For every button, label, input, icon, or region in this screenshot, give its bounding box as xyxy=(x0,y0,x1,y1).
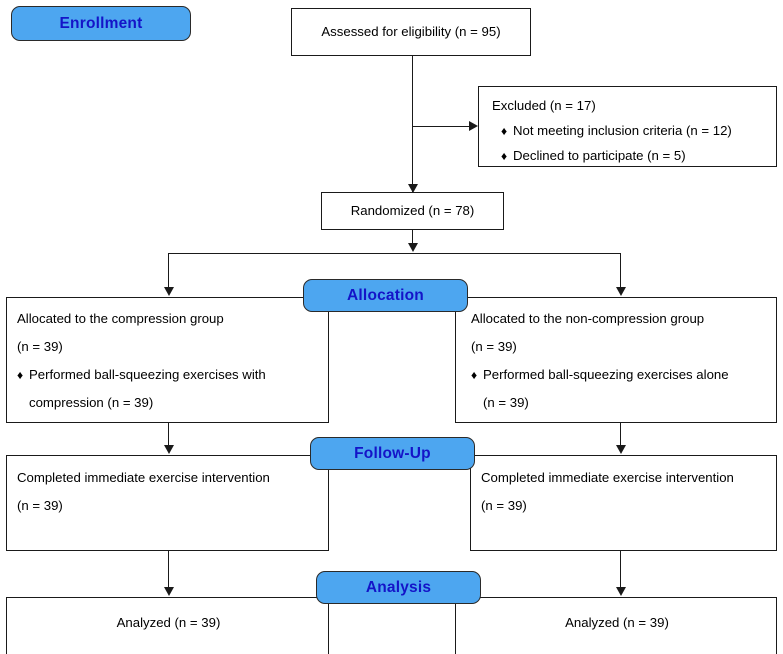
box-followup-right: Completed immediate exercise interventio… xyxy=(470,455,777,551)
arrow-to-followup-right xyxy=(616,445,626,454)
box-excluded: Excluded (n = 17) ♦ Not meeting inclusion… xyxy=(478,86,777,167)
arrow-to-analysis-right xyxy=(616,587,626,596)
banner-allocation-label: Allocation xyxy=(347,286,424,304)
banner-followup: Follow-Up xyxy=(310,437,475,470)
connector-split-right xyxy=(620,253,621,288)
connector-split-left xyxy=(168,253,169,288)
box-allocation-right: Allocated to the non-compression group (… xyxy=(455,297,777,423)
bullet-icon: ♦ xyxy=(501,124,508,138)
alloc-left-line-4: compression (n = 39) xyxy=(29,395,154,410)
excluded-line-1: Excluded (n = 17) xyxy=(492,98,596,113)
bullet-icon: ♦ xyxy=(17,368,24,382)
alloc-left-line-2: (n = 39) xyxy=(17,339,63,354)
alloc-right-line-1: Allocated to the non-compression group xyxy=(471,311,705,326)
alloc-left-line-3: ♦ Performed ball-squeezing exercises with xyxy=(17,368,266,381)
banner-enrollment: Enrollment xyxy=(11,6,191,41)
connector-allocation-split xyxy=(168,253,621,254)
connector-follow-right-to-analysis xyxy=(620,551,621,588)
excluded-line-2-text: Not meeting inclusion criteria (n = 12) xyxy=(513,123,732,138)
randomized-line-1: Randomized (n = 78) xyxy=(350,203,475,219)
box-followup-left: Completed immediate exercise interventio… xyxy=(6,455,329,551)
banner-analysis-label: Analysis xyxy=(365,578,432,596)
bullet-icon: ♦ xyxy=(501,149,508,163)
connector-assessed-to-excluded xyxy=(412,126,469,127)
box-analysis-right: Analyzed (n = 39) xyxy=(455,597,777,654)
banner-allocation: Allocation xyxy=(303,279,468,312)
excluded-line-3-text: Declined to participate (n = 5) xyxy=(513,148,686,163)
connector-alloc-left-to-follow xyxy=(168,423,169,446)
arrow-to-followup-left xyxy=(164,445,174,454)
banner-followup-label: Follow-Up xyxy=(354,444,431,462)
bullet-icon: ♦ xyxy=(471,368,478,382)
connector-follow-left-to-analysis xyxy=(168,551,169,588)
alloc-left-line-1: Allocated to the compression group xyxy=(17,311,224,326)
alloc-right-line-3: ♦ Performed ball-squeezing exercises alon… xyxy=(471,368,729,381)
banner-analysis: Analysis xyxy=(316,571,481,604)
follow-right-line-1: Completed immediate exercise interventio… xyxy=(481,470,734,485)
analysis-left-line-1: Analyzed (n = 39) xyxy=(116,615,221,630)
arrow-to-randomized xyxy=(408,184,418,193)
box-allocation-left: Allocated to the compression group (n = … xyxy=(6,297,329,423)
follow-left-line-1: Completed immediate exercise interventio… xyxy=(17,470,270,485)
connector-alloc-right-to-follow xyxy=(620,423,621,446)
box-assessed-for-eligibility: Assessed for eligibility (n = 95) xyxy=(291,8,531,56)
connector-assessed-to-randomized xyxy=(412,56,413,193)
analysis-right-line-1: Analyzed (n = 39) xyxy=(565,615,669,630)
follow-left-line-2: (n = 39) xyxy=(17,498,63,513)
arrow-to-excluded xyxy=(469,121,478,131)
assessed-line-1: Assessed for eligibility (n = 95) xyxy=(321,24,501,40)
arrow-randomized-split xyxy=(408,243,418,252)
banner-enrollment-label: Enrollment xyxy=(59,14,143,32)
alloc-right-line-4: (n = 39) xyxy=(483,395,529,410)
alloc-right-line-3-text: Performed ball-squeezing exercises alone xyxy=(483,367,729,382)
alloc-right-line-2: (n = 39) xyxy=(471,339,517,354)
follow-right-line-2: (n = 39) xyxy=(481,498,527,513)
connector-randomized-down xyxy=(412,230,413,244)
alloc-left-line-3-text: Performed ball-squeezing exercises with xyxy=(29,367,266,382)
box-randomized: Randomized (n = 78) xyxy=(321,192,504,230)
arrow-to-allocation-right xyxy=(616,287,626,296)
excluded-line-3: ♦ Declined to participate (n = 5) xyxy=(501,149,686,162)
box-analysis-left: Analyzed (n = 39) xyxy=(6,597,329,654)
arrow-to-allocation-left xyxy=(164,287,174,296)
excluded-line-2: ♦ Not meeting inclusion criteria (n = 12) xyxy=(501,124,732,137)
arrow-to-analysis-left xyxy=(164,587,174,596)
